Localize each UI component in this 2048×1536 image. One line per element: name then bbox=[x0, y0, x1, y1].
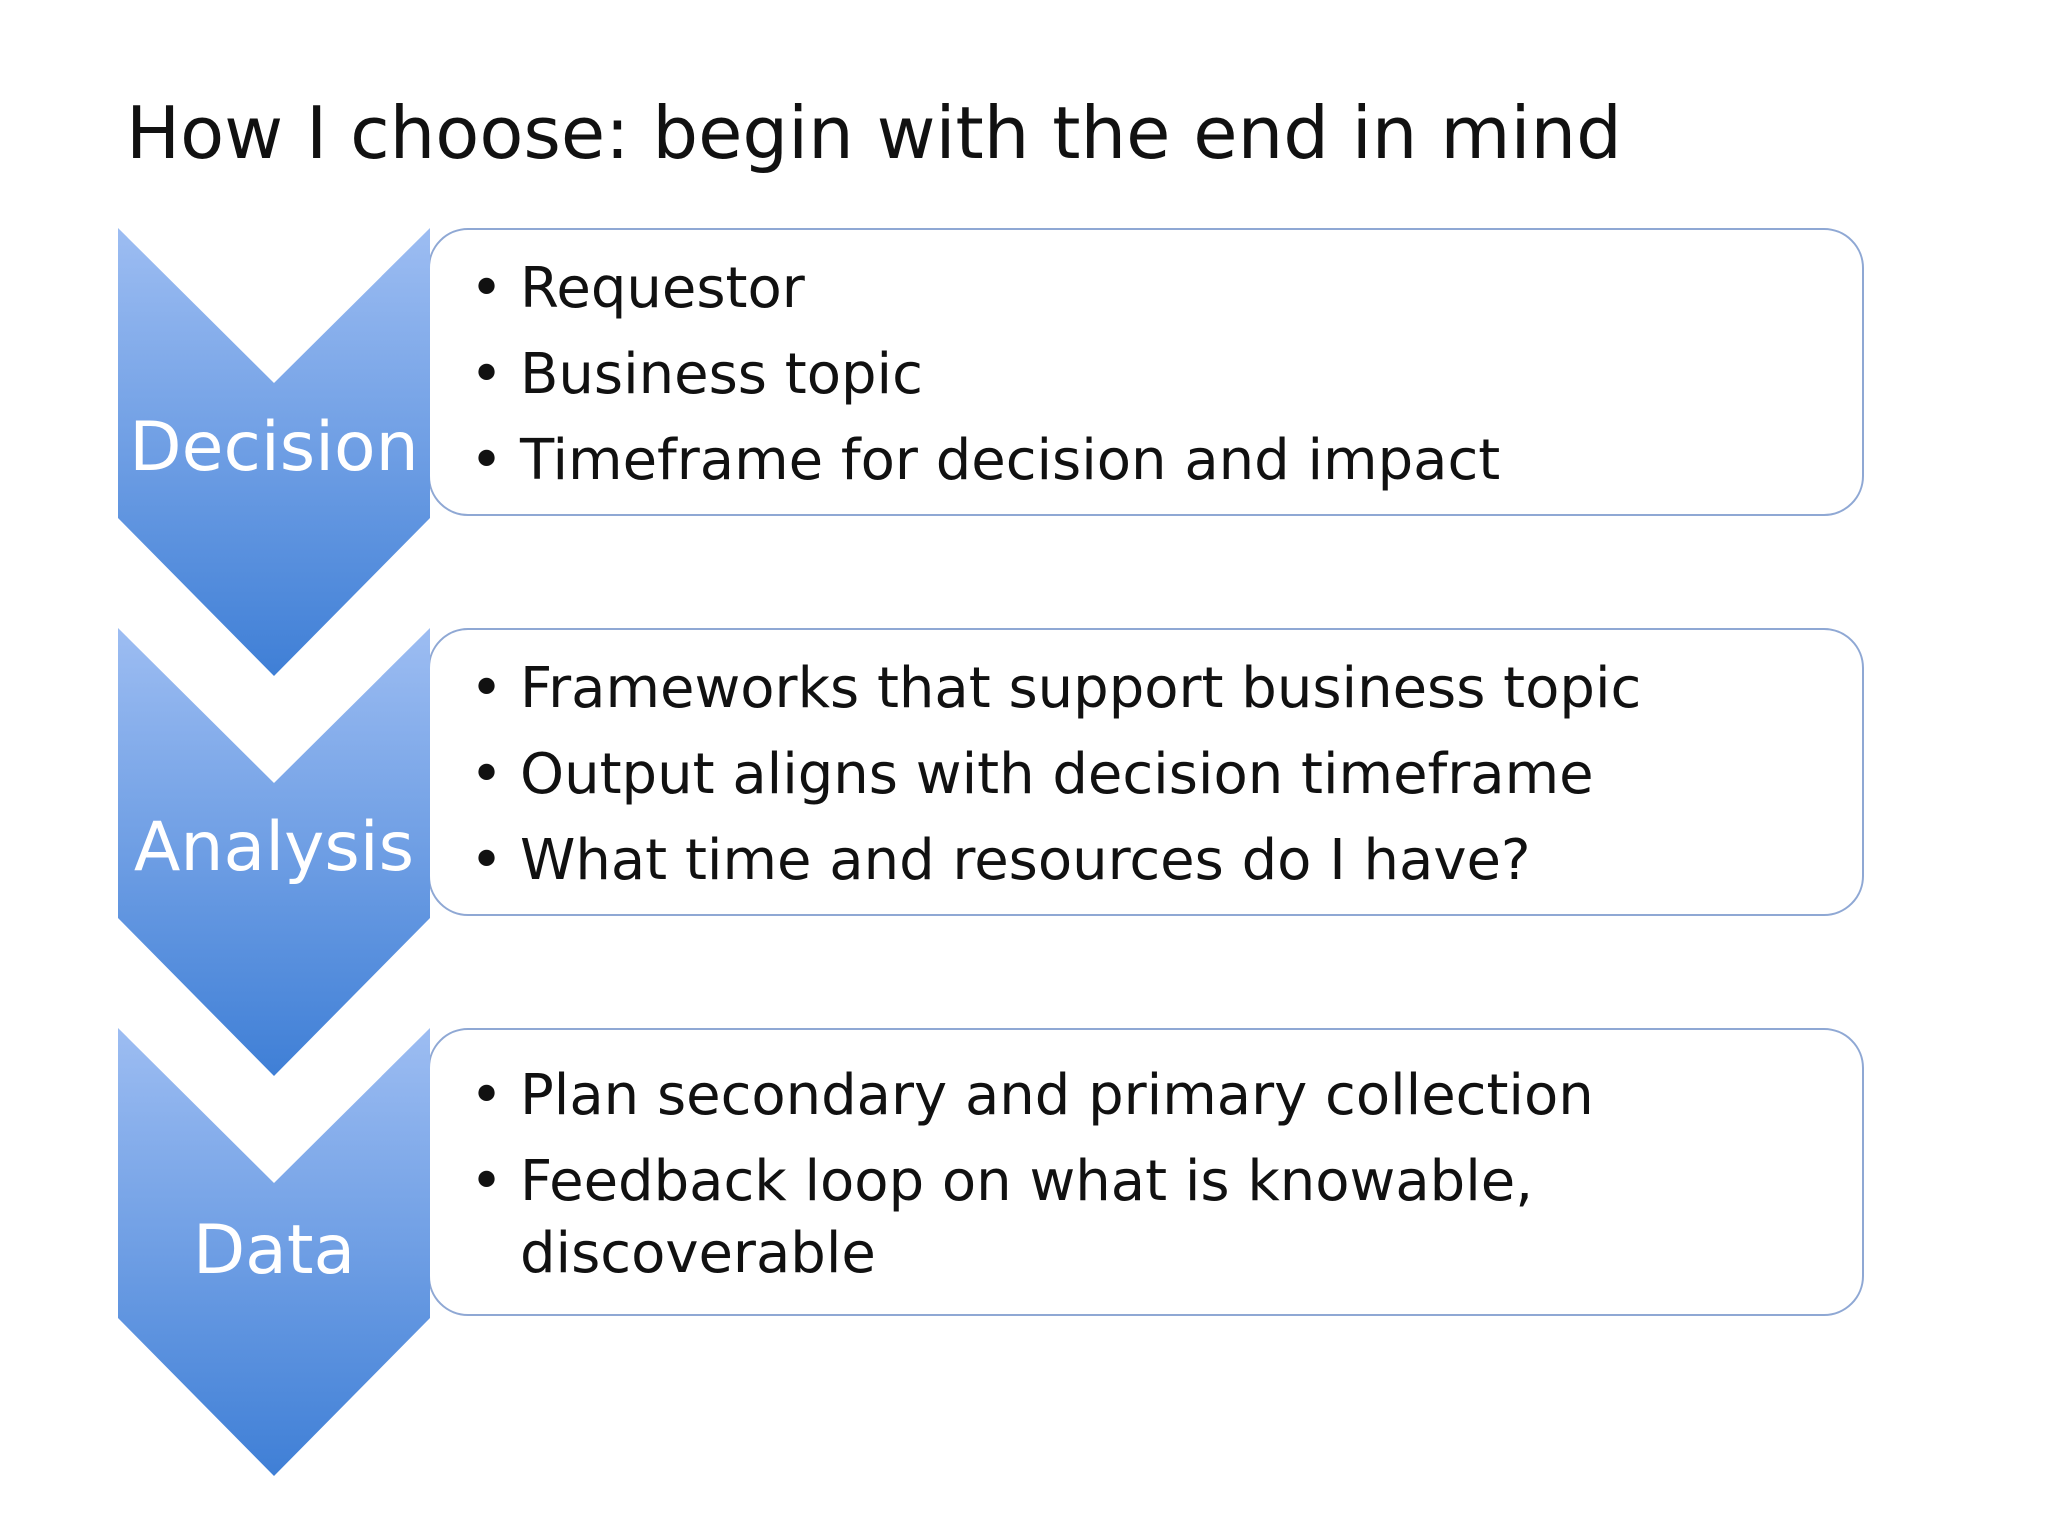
bullet-icon: • bbox=[470, 742, 504, 807]
bullet-icon: • bbox=[470, 1063, 504, 1128]
step-bullets-data: •Plan secondary and primary collection •… bbox=[470, 1053, 1850, 1290]
chevron-decision: Decision bbox=[118, 228, 430, 676]
step-box-data bbox=[428, 1028, 1864, 1316]
chevron-down-icon bbox=[118, 228, 430, 676]
step-label-decision: Decision bbox=[129, 408, 419, 487]
step-box-analysis bbox=[428, 628, 1864, 916]
bullet-icon: • bbox=[470, 428, 504, 493]
list-item: •Frameworks that support business topic bbox=[470, 646, 1850, 732]
bullet-icon: • bbox=[470, 1149, 504, 1214]
list-item: •Output aligns with decision timeframe bbox=[470, 732, 1850, 818]
step-bullets-analysis: •Frameworks that support business topic … bbox=[470, 646, 1850, 904]
chevron-down-icon bbox=[118, 1028, 430, 1476]
step-bullets-decision: •Requestor •Business topic •Timeframe fo… bbox=[470, 246, 1850, 504]
list-item: •Requestor bbox=[470, 246, 1850, 332]
page-title: How I choose: begin with the end in mind bbox=[126, 91, 1622, 175]
list-item: •Feedback loop on what is knowable, disc… bbox=[470, 1139, 1620, 1290]
bullet-icon: • bbox=[470, 656, 504, 721]
bullet-icon: • bbox=[470, 256, 504, 321]
step-box-decision bbox=[428, 228, 1864, 516]
chevron-analysis: Analysis bbox=[118, 628, 430, 1076]
list-item: •Business topic bbox=[470, 332, 1850, 418]
list-item: •What time and resources do I have? bbox=[470, 818, 1850, 904]
bullet-icon: • bbox=[470, 342, 504, 407]
step-label-analysis: Analysis bbox=[133, 808, 415, 887]
bullet-icon: • bbox=[470, 828, 504, 893]
chevron-down-icon bbox=[118, 628, 430, 1076]
list-item: •Plan secondary and primary collection bbox=[470, 1053, 1850, 1139]
list-item: •Timeframe for decision and impact bbox=[470, 418, 1850, 504]
chevron-data: Data bbox=[118, 1028, 430, 1476]
step-label-data: Data bbox=[192, 1211, 356, 1290]
